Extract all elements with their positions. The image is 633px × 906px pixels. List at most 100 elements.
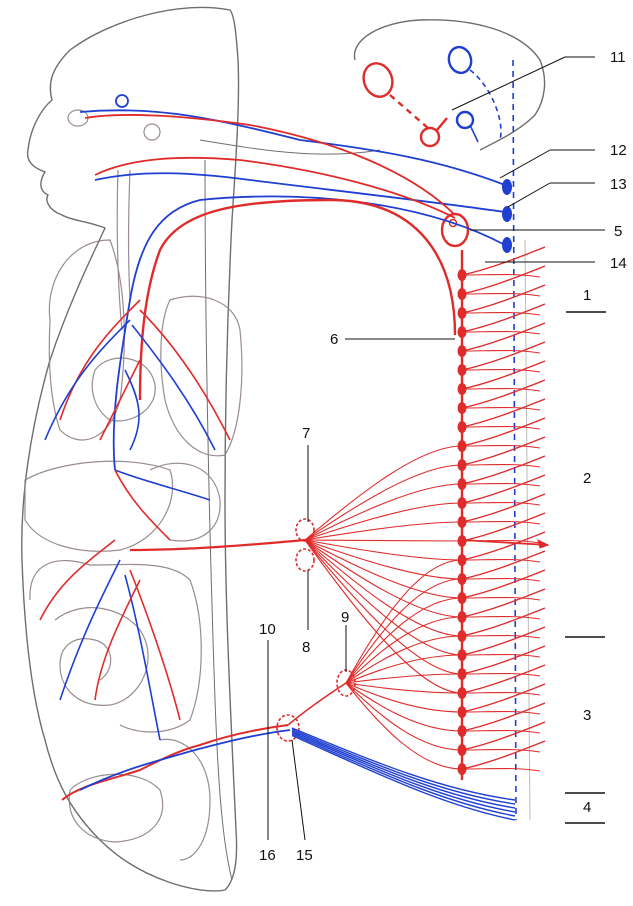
number-labels: 11 12 13 5 14 1 6 7 2 8 9 10 3 4 16 15 xyxy=(259,49,627,864)
label-6: 6 xyxy=(330,331,338,348)
label-13: 13 xyxy=(610,176,627,193)
pelvic-splanchnic-nerve xyxy=(291,727,516,801)
spinal-nerve-branch xyxy=(461,683,546,713)
splanchnic-nerve xyxy=(304,539,463,561)
lumbar-splanchnic-nerve xyxy=(345,635,463,684)
red-head-fiber-1 xyxy=(84,114,456,216)
lumbar-splanchnic-nerve xyxy=(345,682,463,751)
label-1: 1 xyxy=(583,287,591,304)
spinal-nerve-branch xyxy=(461,767,541,772)
spinal-cord-posterior-outline xyxy=(524,239,531,821)
spinal-nerve-branch xyxy=(461,482,541,487)
label-4: 4 xyxy=(583,799,591,816)
spinal-nerve-branch xyxy=(461,406,541,411)
spinal-nerve-branch xyxy=(461,501,541,506)
spinal-nerve-branch xyxy=(461,531,546,561)
lumbar-splanchnic-nerve xyxy=(345,682,463,770)
oculomotor-fiber xyxy=(79,109,506,186)
label-5: 5 xyxy=(614,223,622,240)
spinal-cord-parasympathetic-dashed xyxy=(512,59,517,821)
nucleus-14 xyxy=(502,237,512,253)
sacral-parasympathetic-fibers xyxy=(291,727,516,821)
splanchnic-nerve xyxy=(304,539,463,580)
facial-fiber xyxy=(94,172,506,213)
nucleus-13 xyxy=(502,206,512,222)
spinal-nerve-branch xyxy=(461,387,541,392)
sympathetic-centre xyxy=(362,62,394,98)
trachea xyxy=(127,169,131,301)
nucleus-12 xyxy=(502,179,512,195)
arrow-head xyxy=(537,539,550,549)
esophagus xyxy=(116,169,123,331)
spinal-nerve-branch xyxy=(461,607,546,637)
heart xyxy=(91,357,156,422)
hypogastric-nerve xyxy=(287,682,347,726)
splanchnic-nerve xyxy=(304,539,463,599)
spinal-nerve-branch xyxy=(461,265,546,295)
parasympathetic-descending-dashed xyxy=(469,69,502,141)
spinal-nerve-branch xyxy=(461,341,546,371)
spinal-nerve-branch xyxy=(461,634,541,639)
spinal-nerve-branch xyxy=(461,520,541,525)
spinal-nerve-branch xyxy=(461,463,541,468)
spinal-nerve-branch xyxy=(461,645,546,675)
right-lung xyxy=(48,239,125,441)
lumbar-splanchnic-nerve xyxy=(345,616,463,684)
spinal-nerve-branch xyxy=(461,653,541,658)
spinal-nerve-branch xyxy=(461,417,546,447)
splanchnic-nerve xyxy=(304,539,463,675)
pelvic-splanchnic-nerve xyxy=(291,733,516,817)
spinal-nerve-branch xyxy=(461,360,546,390)
red-thoracic-arc xyxy=(138,198,457,401)
spinal-nerve-branch xyxy=(461,558,541,563)
spinal-nerve-branch xyxy=(461,512,546,542)
splanchnic-nerve xyxy=(304,539,463,542)
spinal-nerve-branch xyxy=(461,311,541,316)
arrow-out-right xyxy=(461,539,549,546)
label-12: 12 xyxy=(610,142,627,159)
spinal-nerve-branch xyxy=(461,455,546,485)
left-lung xyxy=(160,295,243,457)
pelvic-trunk-line-blue xyxy=(79,729,291,791)
spinal-nerve-branch xyxy=(461,740,546,770)
ganglion-15 xyxy=(276,714,300,742)
vagus-fiber xyxy=(112,195,506,471)
spinal-nerve-branch xyxy=(461,577,541,582)
spinal-nerve-branch xyxy=(461,425,541,430)
spinal-nerve-branch xyxy=(461,368,541,373)
spinal-nerve-branch xyxy=(461,273,541,278)
spinal-nerve-branch xyxy=(461,721,546,751)
spinal-nerve-branch xyxy=(461,672,541,677)
label-15: 15 xyxy=(296,847,313,864)
trunk-ganglia xyxy=(457,246,546,775)
ganglion-5 xyxy=(440,212,470,248)
label-2: 2 xyxy=(583,470,591,487)
bladder xyxy=(68,773,164,843)
spinal-nerve-branch xyxy=(461,615,541,620)
spinal-nerve-branch xyxy=(461,493,546,523)
spinal-nerve-branch xyxy=(461,474,546,504)
lumbar-splanchnic-nerve xyxy=(345,682,463,694)
celiac-trunk-line xyxy=(129,538,306,552)
spinal-nerve-branch xyxy=(461,664,546,694)
lumbar-splanchnic-nerve xyxy=(345,559,463,684)
spinal-nerve-branch xyxy=(461,330,541,335)
spinal-nerve-branch xyxy=(461,710,541,715)
label-7: 7 xyxy=(302,425,310,442)
blue-relay-circle xyxy=(455,110,475,130)
splanchnic-nerves xyxy=(287,445,463,770)
splanchnic-nerve xyxy=(304,464,463,541)
label-16: 16 xyxy=(259,847,276,864)
spinal-nerve-branch xyxy=(461,303,546,333)
rectum xyxy=(159,738,211,861)
spinal-nerve-branch xyxy=(461,292,541,297)
ganglion-8 xyxy=(295,548,315,572)
ear xyxy=(143,123,161,141)
small-intestine-loops xyxy=(54,607,149,706)
prevertebral-ganglia xyxy=(276,518,356,742)
liver xyxy=(24,460,174,552)
pelvic-splanchnic-nerve xyxy=(291,728,516,805)
cranial-fibers xyxy=(79,94,506,471)
large-intestine xyxy=(29,559,202,733)
